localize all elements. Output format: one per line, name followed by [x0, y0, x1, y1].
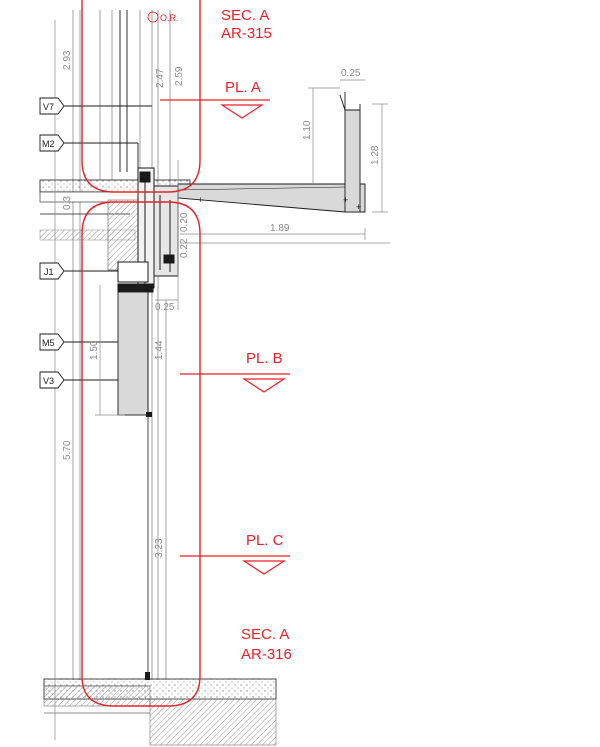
tag-v7: V7: [39, 97, 65, 115]
dim-1-10: 1.10: [302, 120, 313, 140]
svg-text:+: +: [356, 202, 361, 212]
top-note: O.R.: [147, 11, 179, 23]
window-frame: [117, 167, 179, 293]
section-outlines: [81, 0, 201, 707]
svg-text:V3: V3: [43, 376, 54, 386]
svg-text:V7: V7: [43, 102, 54, 112]
dim-1-50: 1.50: [89, 340, 100, 360]
dim-2-93: 2.93: [62, 50, 73, 70]
dimension-labels: 2.93 2.47 2.59 0.25 1.10 1.28 1.89 0.3 0…: [62, 50, 381, 558]
dim-0-22: 0.22: [179, 238, 190, 258]
wall-lines: [72, 10, 171, 680]
balcony-slab: + + +: [177, 92, 366, 213]
tag-v3: V3: [39, 371, 65, 389]
svg-text:PL. A: PL. A: [225, 79, 261, 96]
leader-lines: [62, 10, 152, 381]
svg-text:PL. C: PL. C: [246, 532, 284, 549]
svg-text:M5: M5: [42, 338, 55, 348]
dim-1-44: 1.44: [154, 340, 165, 360]
svg-text:PL. B: PL. B: [246, 350, 283, 367]
dim-1-89: 1.89: [270, 223, 290, 234]
dim-0-25-mid: 0.25: [155, 302, 175, 313]
callout-315-ref: AR-315: [221, 25, 272, 42]
dim-1-28: 1.28: [370, 145, 381, 165]
callout-316-title: SEC. A: [241, 626, 289, 643]
dim-3-23: 3.23: [154, 538, 165, 558]
dim-2-59: 2.59: [174, 66, 185, 86]
svg-text:J1: J1: [44, 267, 54, 277]
dim-5-70: 5.70: [62, 440, 73, 460]
level-marker-pl-c: PL. C: [180, 532, 290, 575]
section-callout-316: SEC. A AR-316: [241, 626, 292, 663]
section-outline-lower: [81, 201, 201, 707]
level-marker-pl-a: PL. A: [160, 79, 270, 119]
level-marker-pl-b: PL. B: [180, 350, 290, 393]
tag-j1: J1: [39, 262, 65, 280]
svg-text:M2: M2: [42, 139, 55, 149]
lower-panel: [117, 291, 152, 680]
callout-315-title: SEC. A: [221, 7, 269, 24]
section-outline-upper: [81, 0, 201, 193]
dim-0-20: 0.20: [179, 212, 190, 232]
callout-316-ref: AR-316: [241, 646, 292, 663]
svg-text:+: +: [198, 195, 203, 205]
svg-text:O.R.: O.R.: [160, 13, 179, 23]
dim-0-25-top: 0.25: [341, 68, 361, 79]
dim-2-47: 2.47: [155, 68, 166, 88]
bottom-slab: [43, 672, 277, 746]
svg-text:+: +: [343, 195, 348, 205]
tag-m5: M5: [39, 333, 65, 351]
section-callout-315: SEC. A AR-315: [221, 7, 272, 42]
tag-m2: M2: [39, 134, 65, 152]
element-tags: V7 M2 J1 M5 V3: [39, 97, 65, 389]
dim-0-3: 0.3: [62, 196, 73, 210]
